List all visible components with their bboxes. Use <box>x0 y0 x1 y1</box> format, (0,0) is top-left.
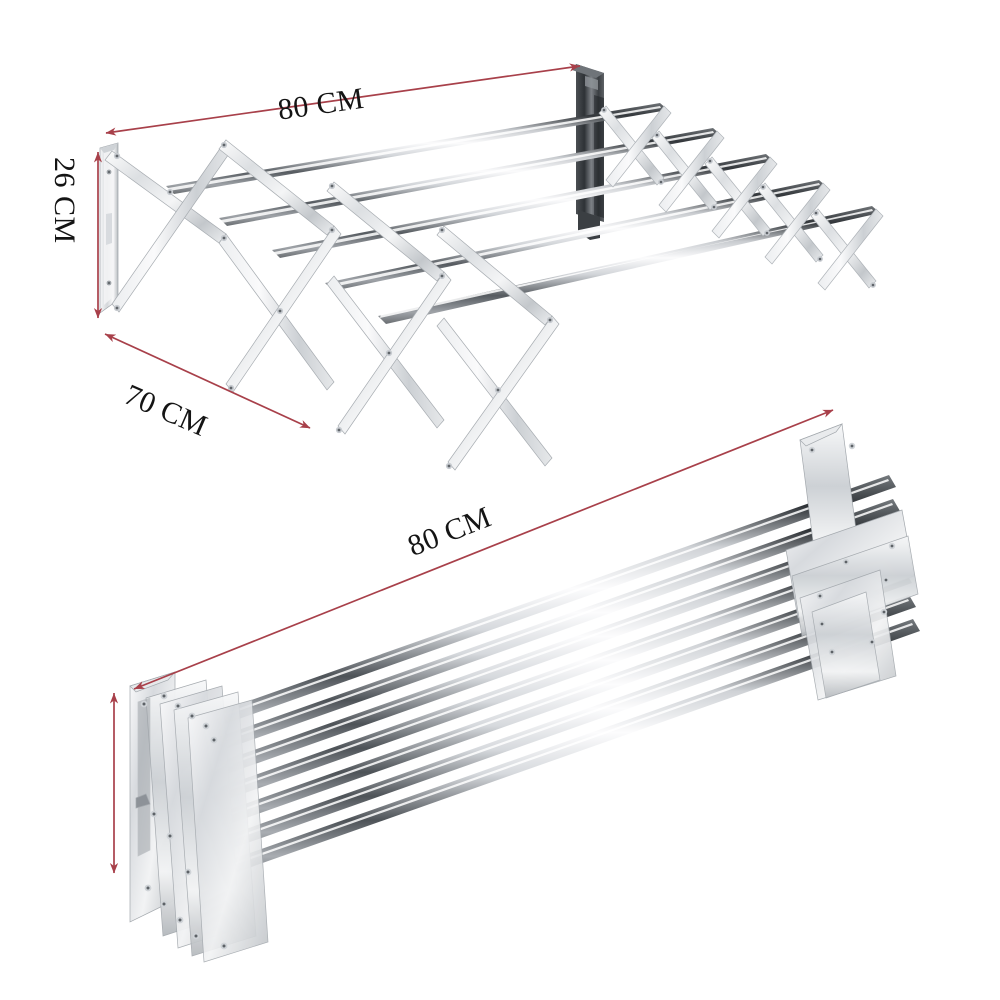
drying-rod <box>378 206 880 324</box>
left-folded-bracket <box>129 671 269 963</box>
drying-rod <box>325 180 827 291</box>
dimension-arrow-width-top <box>105 63 581 136</box>
scissor-linkage-right <box>598 105 884 291</box>
dimension-label-height-left: 26 CM <box>48 157 81 244</box>
drying-rod <box>272 154 774 258</box>
dimension-arrow-width-bottom <box>133 409 834 690</box>
